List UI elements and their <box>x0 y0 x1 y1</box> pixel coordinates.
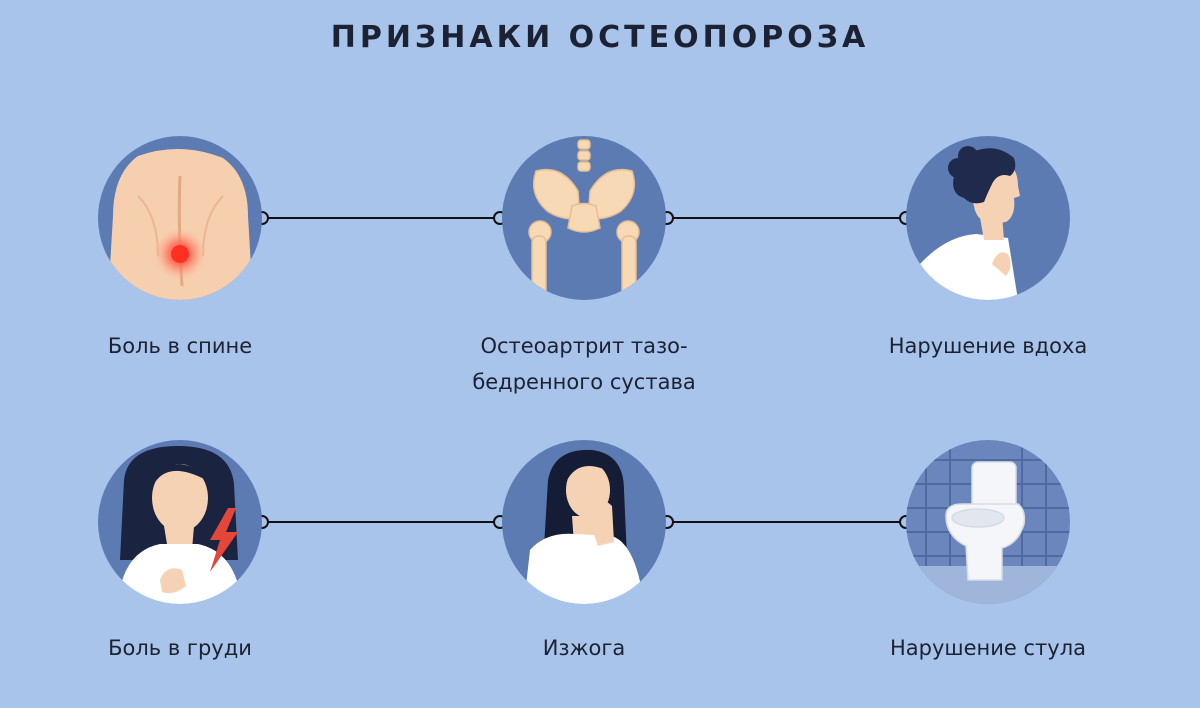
symptom-label: Изжога <box>542 636 626 660</box>
back-pain-icon <box>108 148 253 300</box>
symptom-label-line: Остеоартрит тазо- <box>480 334 688 358</box>
chest-pain-icon <box>118 446 242 604</box>
symptom-heartburn <box>502 440 666 604</box>
symptom-bowel-disorder <box>906 440 1070 604</box>
symptom-label: Боль в груди <box>108 636 252 660</box>
pelvis-icon <box>528 139 640 300</box>
symptom-label: Остеоартрит тазо- бедренного сустава <box>434 328 734 400</box>
symptom-label-line: бедренного сустава <box>472 370 696 394</box>
symptom-breathing-disorder <box>906 136 1070 300</box>
page-title: ПРИЗНАКИ ОСТЕОПОРОЗА <box>330 20 870 55</box>
symptom-label: Нарушение стула <box>889 636 1087 660</box>
symptom-hip-osteoarthritis <box>502 136 666 300</box>
heartburn-icon <box>524 449 644 604</box>
breathing-icon <box>916 146 1020 300</box>
symptom-chest-pain <box>98 440 262 604</box>
symptom-label: Боль в спине <box>107 334 253 358</box>
toilet-icon <box>906 440 1070 604</box>
symptom-back-pain <box>98 136 262 300</box>
symptom-label: Нарушение вдоха <box>888 334 1088 358</box>
